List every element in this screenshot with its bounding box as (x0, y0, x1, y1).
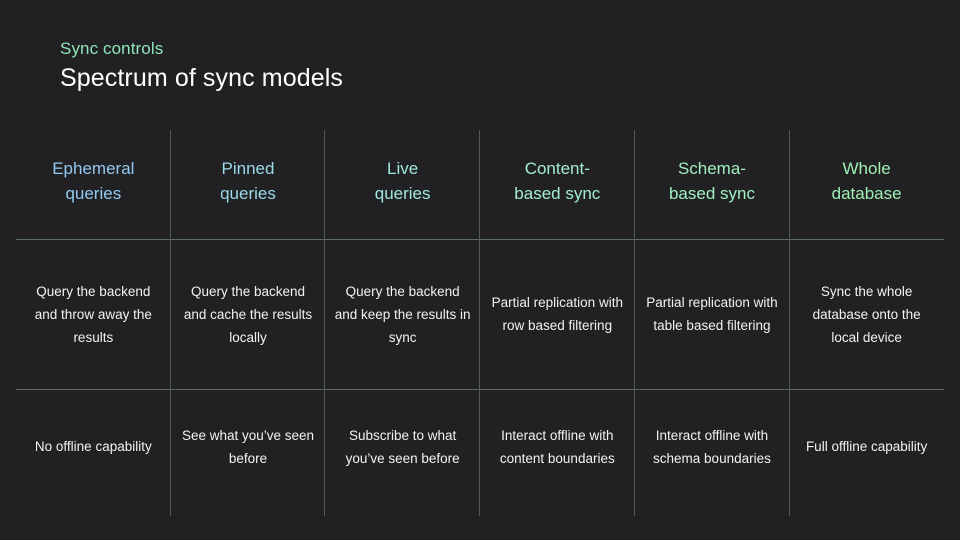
matrix-vertical-rule-2 (324, 130, 325, 516)
column-header-line-1: Pinned (221, 159, 275, 178)
description-cell-content-based-sync: Partial replication with row based filte… (491, 295, 623, 333)
column-header-line-1: Ephemeral (52, 159, 135, 178)
column-header-ephemeral-queries: Ephemeral queries (16, 130, 171, 239)
matrix-vertical-rule-4 (634, 130, 635, 516)
description-cell-pinned-queries: Query the backend and cache the results … (183, 283, 313, 345)
matrix-rows: Ephemeral queries Pinned queries Live qu… (16, 130, 944, 516)
column-header-content-based-sync: Content- based sync (480, 130, 635, 239)
matrix-offline-row: No offline capability See what you’ve se… (16, 389, 944, 516)
page-title: Spectrum of sync models (60, 64, 343, 92)
offline-cell-ephemeral-queries: No offline capability (34, 439, 152, 454)
column-header-pinned-queries: Pinned queries (171, 130, 326, 239)
offline-cell-schema-based-sync: Interact offline with schema boundaries (653, 427, 771, 466)
slide-eyebrow: Sync controls (60, 39, 164, 58)
matrix-vertical-rule-1 (170, 130, 171, 516)
matrix-description-row: Query the backend and throw away the res… (16, 239, 944, 389)
description-cell-schema-based-sync: Partial replication with table based fil… (646, 295, 778, 333)
offline-cell-live-queries: Subscribe to what you’ve seen before (345, 427, 460, 466)
matrix-horizontal-rule-top (16, 239, 944, 240)
column-header-whole-database: Whole database (789, 130, 944, 239)
matrix-horizontal-rule-bottom (16, 389, 944, 390)
column-header-line-2: queries (220, 184, 276, 203)
column-header-line-2: queries (374, 184, 431, 203)
column-header-line-1: Content- (524, 159, 590, 178)
column-header-line-1: Schema- (677, 159, 746, 178)
column-header-line-1: Live (387, 159, 419, 178)
column-header-line-2: based sync (668, 184, 755, 203)
matrix-header-row: Ephemeral queries Pinned queries Live qu… (16, 130, 944, 239)
column-header-live-queries: Live queries (325, 130, 480, 239)
matrix-vertical-rule-5 (789, 130, 790, 516)
column-header-line-2: database (831, 184, 902, 203)
column-header-line-2: based sync (514, 184, 601, 203)
column-header-line-1: Whole (842, 159, 891, 178)
column-header-line-2: queries (65, 184, 122, 203)
matrix-vertical-rule-3 (479, 130, 480, 516)
description-cell-live-queries: Query the backend and keep the results i… (334, 283, 471, 345)
offline-cell-pinned-queries: See what you’ve seen before (181, 427, 315, 466)
description-cell-ephemeral-queries: Query the backend and throw away the res… (34, 283, 152, 345)
description-cell-whole-database: Sync the whole database onto the local d… (812, 283, 921, 345)
offline-cell-whole-database: Full offline capability (805, 439, 928, 454)
slide-header: Sync controls Spectrum of sync models (60, 38, 343, 94)
offline-cell-content-based-sync: Interact offline with content boundaries (499, 427, 615, 466)
column-header-schema-based-sync: Schema- based sync (635, 130, 790, 239)
sync-models-matrix: Ephemeral queries Pinned queries Live qu… (16, 130, 944, 516)
